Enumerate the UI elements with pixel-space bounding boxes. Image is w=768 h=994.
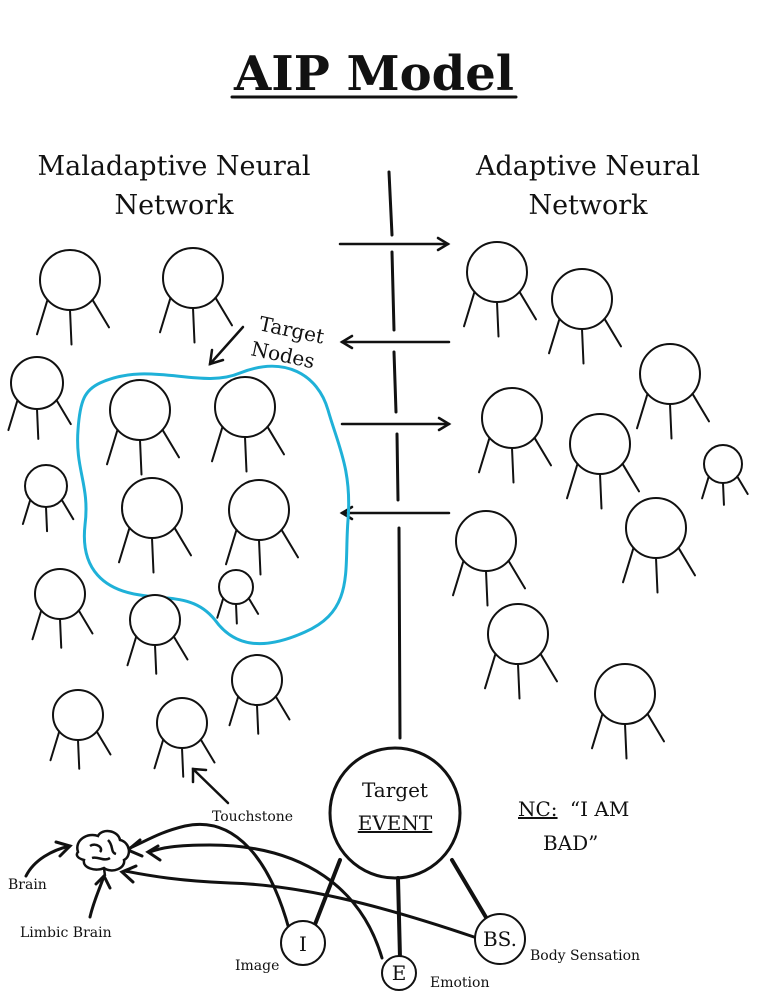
arrow-left-1	[339, 334, 451, 350]
emotion-to-brain-curve	[148, 843, 384, 960]
negative-cognition-line2: BAD”	[543, 831, 598, 855]
target-nodes-outline	[76, 364, 351, 646]
neuron	[452, 510, 526, 607]
neuron	[484, 603, 558, 700]
event-to-body-line	[450, 858, 489, 921]
neuron	[566, 413, 640, 510]
neuron	[118, 477, 192, 574]
body-sensation-node-letter: BS.	[483, 927, 517, 951]
target-event-circle	[328, 746, 462, 880]
nc-rest: “I AM	[570, 797, 629, 821]
negative-cognition-line1: NC: “I AM	[518, 797, 629, 821]
arrow-right-1	[338, 236, 451, 252]
neuron	[228, 654, 291, 735]
neuron	[106, 379, 180, 476]
event-to-emotion-line	[396, 876, 402, 960]
neuron-field	[7, 241, 749, 778]
touchstone-arrow-icon	[191, 767, 230, 805]
neuron	[548, 268, 622, 365]
neuron	[636, 343, 710, 440]
page-title: AIP Model	[233, 46, 514, 102]
neuron	[225, 479, 299, 576]
neuron	[463, 241, 537, 338]
image-to-brain-curve	[128, 822, 291, 931]
neuron	[21, 464, 75, 533]
target-event-line1: Target	[362, 778, 428, 802]
emotion-node	[381, 955, 417, 991]
network-divider	[387, 170, 402, 740]
neuron	[478, 387, 552, 484]
neuron	[159, 247, 233, 344]
nc-prefix: NC:	[518, 797, 558, 821]
neuron	[153, 697, 216, 778]
image-node	[280, 920, 326, 966]
neuron	[622, 497, 696, 594]
target-event-line2: EVENT	[358, 811, 433, 835]
neuron	[701, 444, 749, 506]
image-node-letter: I	[299, 932, 307, 956]
emotion-node-letter: E	[392, 961, 407, 985]
emotion-node-label: Emotion	[430, 975, 489, 991]
neuron	[7, 356, 72, 440]
adaptive-heading-line1: Adaptive Neural	[475, 151, 700, 182]
brain-arrow-icon	[24, 840, 73, 878]
neuron	[49, 689, 112, 770]
image-node-label: Image	[235, 958, 279, 974]
maladaptive-heading-line2: Network	[114, 190, 234, 221]
adaptive-heading-line2: Network	[528, 190, 648, 221]
limbic-brain-label: Limbic Brain	[20, 925, 112, 941]
brain-label: Brain	[8, 877, 47, 893]
neuron	[211, 376, 285, 473]
neuron	[216, 569, 260, 625]
arrow-right-2	[340, 416, 452, 432]
body-sensation-node-label: Body Sensation	[530, 948, 640, 964]
touchstone-label: Touchstone	[212, 809, 293, 825]
brain-icon	[75, 829, 131, 877]
limbic-arrow-icon	[88, 873, 112, 919]
event-to-image-line	[312, 858, 342, 929]
arrow-left-2	[339, 505, 451, 521]
body-sensation-node	[474, 913, 526, 965]
neuron	[126, 594, 189, 675]
neuron	[31, 568, 94, 649]
neuron	[591, 663, 665, 760]
body-to-brain-curve	[123, 869, 476, 939]
neuron	[36, 249, 110, 346]
target-nodes-arrow-icon	[208, 325, 245, 366]
maladaptive-heading-line1: Maladaptive Neural	[37, 151, 310, 182]
